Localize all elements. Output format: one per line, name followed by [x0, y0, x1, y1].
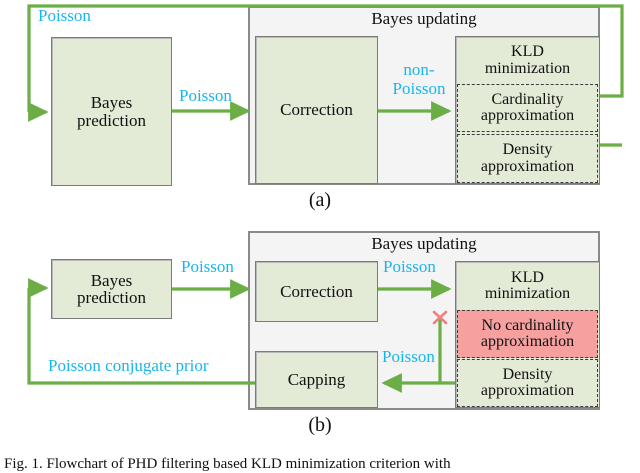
panel-a-label: (a) [308, 189, 332, 211]
panel-b-kld-line1: KLD [511, 268, 544, 286]
panel-b-kld-line2: minimization [484, 285, 571, 302]
panel-a-cardinality-line2: approximation [480, 107, 575, 124]
panel-b-bayes-prediction-line2: prediction [77, 288, 146, 307]
panel-a-bayes-prediction-line1: Bayes [90, 93, 133, 113]
panel-b-kld-minimization-box[interactable]: KLD minimization [457, 263, 598, 309]
panel-a-correction-label: Correction [280, 100, 353, 120]
panel-a-density-line2: approximation [480, 157, 575, 175]
panel-a-bayes-prediction-box[interactable]: Bayes prediction [51, 37, 172, 186]
panel-a-kld-minimization-box[interactable]: KLD minimization [457, 38, 598, 83]
panel-b-capping-label: Capping [287, 369, 346, 389]
panel-b-bayes-updating-title: Bayes updating [371, 234, 477, 253]
panel-a-kld-line1: KLD [511, 43, 544, 61]
panel-a-prediction-to-correction-label: Poisson [179, 86, 232, 105]
panel-b-capping-box[interactable]: Capping [255, 351, 378, 408]
panel-b-correction-label: Correction [280, 281, 353, 301]
panel-a-correction-to-kld-label-line2: Poisson [392, 79, 446, 98]
panel-a-cardinality-approximation-box[interactable]: Cardinality approximation [457, 84, 598, 132]
figure-caption: Fig. 1. Flowchart of PHD filtering based… [4, 456, 451, 472]
panel-a-correction-box[interactable]: Correction [255, 36, 378, 184]
panel-a-bayes-prediction-line2: prediction [77, 110, 146, 130]
panel-b-prediction-to-correction-label: Poisson [181, 257, 234, 276]
panel-a-cardinality-line1: Cardinality [491, 90, 564, 108]
panel-a-bayes-updating-title: Bayes updating [371, 9, 477, 28]
panel-b-density-line1: Density [502, 365, 553, 383]
panel-b-density-approximation-box[interactable]: Density approximation [457, 359, 598, 407]
panel-b-density-line2: approximation [480, 382, 575, 399]
panel-b-correction-to-kld-label: Poisson [383, 257, 436, 276]
panel-a-density-line1: Density [502, 141, 553, 159]
panel-b-correction-box[interactable]: Correction [255, 261, 378, 322]
panel-b-no-cardinality-line2: approximation [480, 333, 575, 350]
panel-b-feedback-label: Poisson conjugate prior [48, 356, 209, 375]
panel-a-feedback-label: Poisson [38, 6, 91, 25]
panel-a-kld-line2: minimization [484, 59, 571, 77]
panel-b-bayes-prediction-box[interactable]: Bayes prediction [51, 259, 172, 319]
panel-b-density-to-capping-label: Poisson [382, 347, 435, 366]
panel-a-density-approximation-box[interactable]: Density approximation [457, 134, 598, 183]
panel-b-label: (b) [308, 414, 332, 436]
panel-b-no-cardinality-line1: No cardinality [481, 316, 574, 334]
panel-b-no-cardinality-approximation-box[interactable]: No cardinality approximation [457, 310, 598, 358]
panel-a-correction-to-kld-label-line1: non- [403, 60, 435, 79]
panel-b-bayes-prediction-line1: Bayes [90, 270, 133, 290]
